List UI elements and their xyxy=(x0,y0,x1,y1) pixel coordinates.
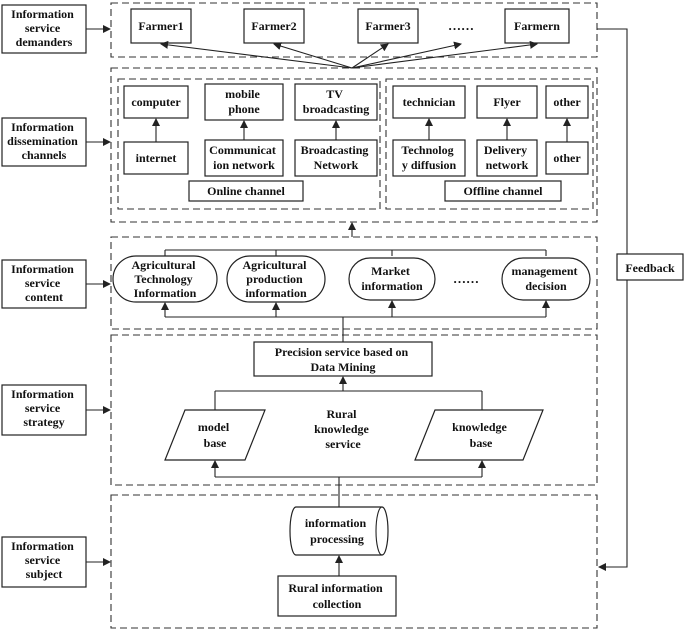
information-processing-label: information processing xyxy=(305,516,369,546)
broadcasting-network-box xyxy=(294,139,378,177)
fan-arrow-farmer-n xyxy=(351,40,538,69)
model-base-shape xyxy=(164,409,266,461)
online-channel-label: Online channel xyxy=(207,184,285,198)
content-ellipsis: …… xyxy=(453,271,479,286)
farmer-n-box xyxy=(504,8,570,44)
farmer-2-box xyxy=(243,8,305,44)
technician-box xyxy=(392,85,466,119)
layer-content-label: Information service content xyxy=(11,262,77,304)
fan-arrow-farmer-2 xyxy=(273,42,353,69)
feedback-box xyxy=(616,253,684,281)
internet-box xyxy=(123,141,189,175)
feedback-label: Feedback xyxy=(625,261,675,275)
agri-production-info-label: Agricultural production information xyxy=(243,258,310,300)
tv-broadcasting-label: TV broadcasting xyxy=(303,87,369,116)
computer-box xyxy=(123,85,189,119)
fan-arrow-farmer-ellipsis xyxy=(351,41,462,69)
farmer-1-box xyxy=(130,8,192,44)
online-channel-frame xyxy=(117,78,381,210)
fan-arrow-farmer-3 xyxy=(351,43,389,69)
flyer-box xyxy=(476,85,538,119)
precision-service-label: Precision service based on Data Mining xyxy=(275,345,411,374)
rural-info-collection-label: Rural information collection xyxy=(288,581,385,611)
model-base-label: model base xyxy=(198,420,232,450)
other-top-box xyxy=(545,85,589,119)
farmer-1-label: Farmer1 xyxy=(138,19,183,33)
processing-cylinder-edge xyxy=(375,506,383,556)
information-processing-node xyxy=(289,506,389,556)
flyer-label: Flyer xyxy=(493,95,521,109)
farmer-ellipsis: …… xyxy=(448,18,474,33)
offline-channel-frame xyxy=(385,78,594,210)
communication-network-label: Communicat ion network xyxy=(209,143,279,172)
agri-tech-info-label: Agricultural Technology Information xyxy=(132,258,199,300)
communication-network-box xyxy=(204,139,284,177)
layer-strategy-label: Information service strategy xyxy=(11,387,77,429)
rural-knowledge-service-label: Rural knowledge service xyxy=(314,407,372,451)
delivery-network-box xyxy=(476,139,538,177)
technology-diffusion-box xyxy=(392,139,466,177)
rural-info-collection-box xyxy=(277,575,397,617)
layer-strategy-box xyxy=(1,384,87,436)
layer-subject-label: Information service subject xyxy=(11,539,77,581)
layer-content-box xyxy=(1,259,87,309)
offline-channel-label: Offline channel xyxy=(463,184,543,198)
farmer-2-label: Farmer2 xyxy=(251,19,296,33)
content-frame xyxy=(110,236,598,330)
other-top-label: other xyxy=(553,95,581,109)
technician-label: technician xyxy=(403,95,456,109)
offline-channel-box xyxy=(444,180,562,202)
internet-label: internet xyxy=(136,151,177,165)
management-decision-label: management decision xyxy=(512,264,581,293)
knowledge-base-label: knowledge base xyxy=(452,420,510,450)
layer-subject-box xyxy=(1,536,87,588)
layer-channels-label: Information dissemination channels xyxy=(7,120,81,162)
farmer-3-box xyxy=(357,8,419,44)
knowledge-base-shape xyxy=(414,409,544,461)
layer-demanders-label: Information service demanders xyxy=(11,7,77,49)
market-info-label: Market information xyxy=(361,264,423,293)
layer-channels-box xyxy=(1,117,87,167)
computer-label: computer xyxy=(131,95,181,109)
fan-arrow-farmer-1 xyxy=(160,40,353,69)
farmer-3-label: Farmer3 xyxy=(365,19,410,33)
layer-demanders-box xyxy=(1,4,87,54)
delivery-network-label: Delivery network xyxy=(484,143,530,172)
subject-frame xyxy=(110,494,598,629)
demanders-frame xyxy=(110,2,598,58)
farmer-n-label: Farmern xyxy=(514,19,560,33)
other-bottom-label: other xyxy=(553,151,581,165)
precision-service-box xyxy=(253,341,433,377)
online-channel-box xyxy=(188,180,304,202)
strategy-frame xyxy=(110,334,598,486)
technology-diffusion-label: Technolog y diffusion xyxy=(401,143,456,172)
mobile-phone-label: mobile phone xyxy=(225,87,263,116)
feedback-loop-line xyxy=(597,28,628,571)
broadcasting-network-label: Broadcasting Network xyxy=(301,143,372,172)
